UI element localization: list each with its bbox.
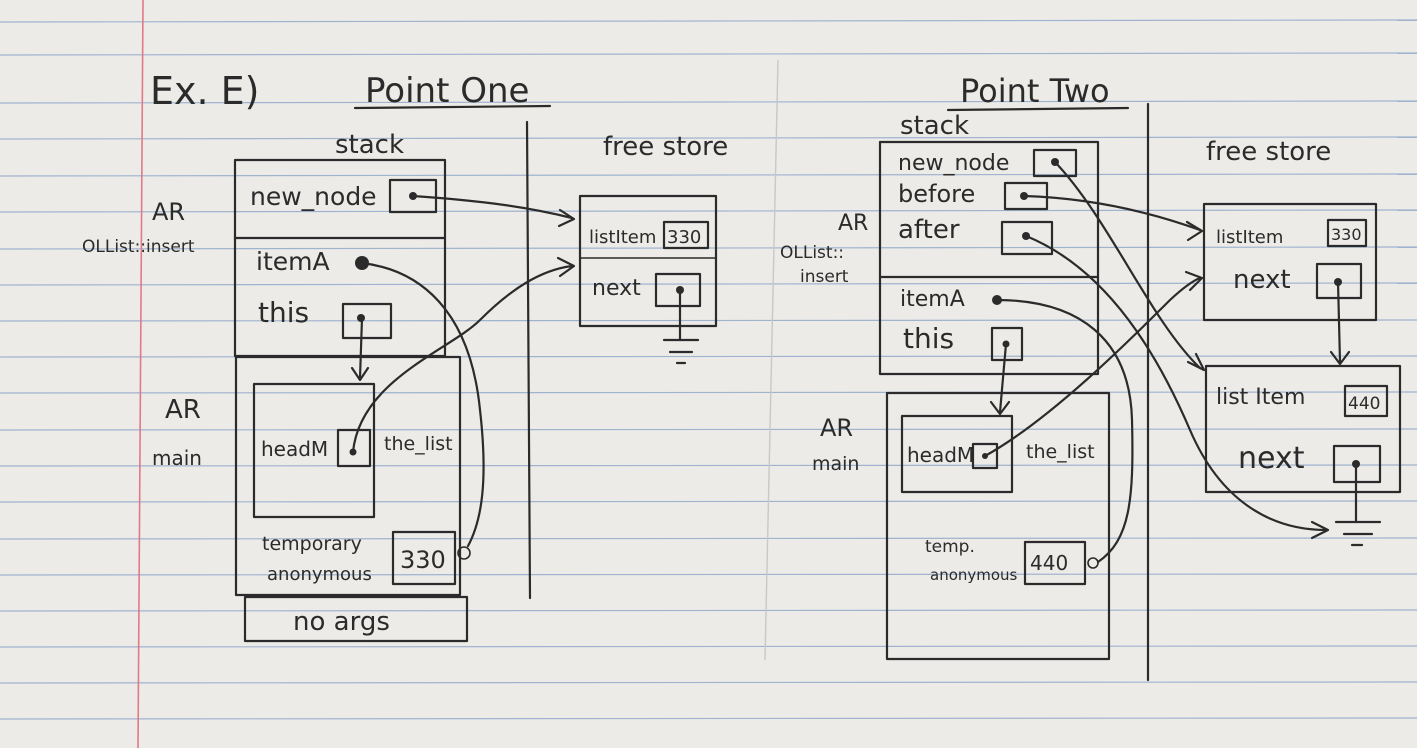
point-two-headm-box	[971, 442, 999, 470]
point-two-temp-line2: anonymous	[930, 566, 1018, 584]
point-two-after-box	[1000, 220, 1054, 256]
point-two-new-node-box	[1032, 148, 1078, 178]
point-one-list-object	[252, 382, 376, 519]
point-one-temp-line2: anonymous	[267, 564, 372, 585]
point-two-ar-insert-label: AR	[838, 211, 868, 236]
point-two-temp-value: 440	[1030, 551, 1068, 575]
point-two-node2	[1204, 364, 1402, 494]
point-two-list-object	[900, 414, 1014, 494]
point-two-null-ground	[1334, 462, 1382, 547]
point-two-ar-main-label: AR	[820, 414, 853, 442]
point-one-panel: Point One stack free store AR OLList::in…	[82, 71, 728, 643]
point-one-new-node-box	[388, 178, 438, 214]
point-two-after-label: after	[898, 215, 960, 245]
point-two-ar-main-func: main	[812, 453, 859, 475]
point-two-temp-box	[1023, 540, 1087, 586]
example-title: Ex. E)	[150, 69, 260, 113]
point-one-args-label: no args	[293, 607, 390, 637]
point-two-node1-listitem: listItem	[1216, 227, 1283, 248]
point-one-node-value: 330	[667, 227, 701, 248]
point-one-node-next: next	[592, 276, 641, 301]
point-one-node-next-box	[654, 272, 702, 308]
point-two-stack-label: stack	[900, 111, 969, 141]
point-one-null-ground	[662, 288, 700, 365]
point-two-ar-insert-box	[878, 140, 1100, 376]
point-two-temp-line1: temp.	[925, 537, 975, 557]
point-two-node1-value-box	[1326, 218, 1368, 248]
point-two-node2-listitem: list Item	[1216, 385, 1305, 410]
point-one-temp-box	[391, 530, 457, 586]
point-two-node1-next: next	[1233, 265, 1291, 295]
point-one-node-value-box	[662, 220, 710, 250]
point-one-ar-main-func: main	[152, 446, 202, 470]
point-two-this-box	[990, 326, 1024, 362]
point-one-temp-line1: temporary	[262, 533, 362, 555]
point-one-the-list-label: the_list	[384, 433, 453, 455]
point-one-headm-label: headM	[261, 437, 328, 461]
point-one-args-box	[243, 595, 469, 643]
point-one-ar-insert-label: AR	[152, 198, 185, 226]
point-two-the-list-label: the_list	[1026, 441, 1095, 463]
point-one-arrows	[350, 194, 576, 548]
margin-line	[137, 0, 144, 748]
point-one-headm-box	[336, 428, 372, 468]
point-two-headm-label: headM	[907, 443, 974, 467]
point-two-new-node-label: new_node	[898, 151, 1009, 176]
point-two-panel: Point Two stack free store AR OLList:: i…	[780, 72, 1402, 682]
point-two-heading: Point Two	[960, 72, 1110, 110]
point-two-arrows	[983, 160, 1351, 564]
point-one-itema-label: itemA	[256, 247, 330, 276]
point-one-freestore-label: free store	[603, 132, 728, 162]
point-one-divider	[525, 120, 532, 600]
point-one-new-node-label: new_node	[250, 182, 377, 211]
point-one-ar-main-box	[234, 355, 462, 597]
point-one-node	[578, 194, 718, 328]
point-two-node2-next: next	[1238, 441, 1305, 476]
point-one-temp-value: 330	[400, 546, 446, 574]
point-one-this-box	[341, 302, 393, 340]
point-two-this-label: this	[903, 322, 954, 355]
point-one-this-label: this	[258, 296, 309, 329]
point-two-node2-value: 440	[1348, 394, 1380, 414]
point-one-stack-label: stack	[335, 130, 404, 160]
point-two-ar-insert-func1: OLList::	[780, 243, 844, 263]
point-one-ar-main-label: AR	[165, 395, 201, 425]
point-two-node1	[1202, 202, 1378, 322]
point-one-ar-insert-func: OLList::insert	[82, 237, 195, 257]
point-two-node2-value-box	[1343, 384, 1389, 418]
point-two-before-label: before	[898, 180, 975, 208]
point-one-heading: Point One	[365, 71, 529, 111]
point-two-ar-insert-func2: insert	[800, 267, 849, 287]
point-two-before-box	[1003, 181, 1049, 211]
point-two-node1-value: 330	[1331, 225, 1362, 244]
point-one-node-listitem: listItem	[589, 227, 656, 248]
point-two-itema-label: itemA	[900, 287, 965, 312]
point-two-ar-main-box	[885, 391, 1111, 661]
paper-fold	[764, 59, 779, 661]
point-two-freestore-label: free store	[1206, 137, 1331, 167]
